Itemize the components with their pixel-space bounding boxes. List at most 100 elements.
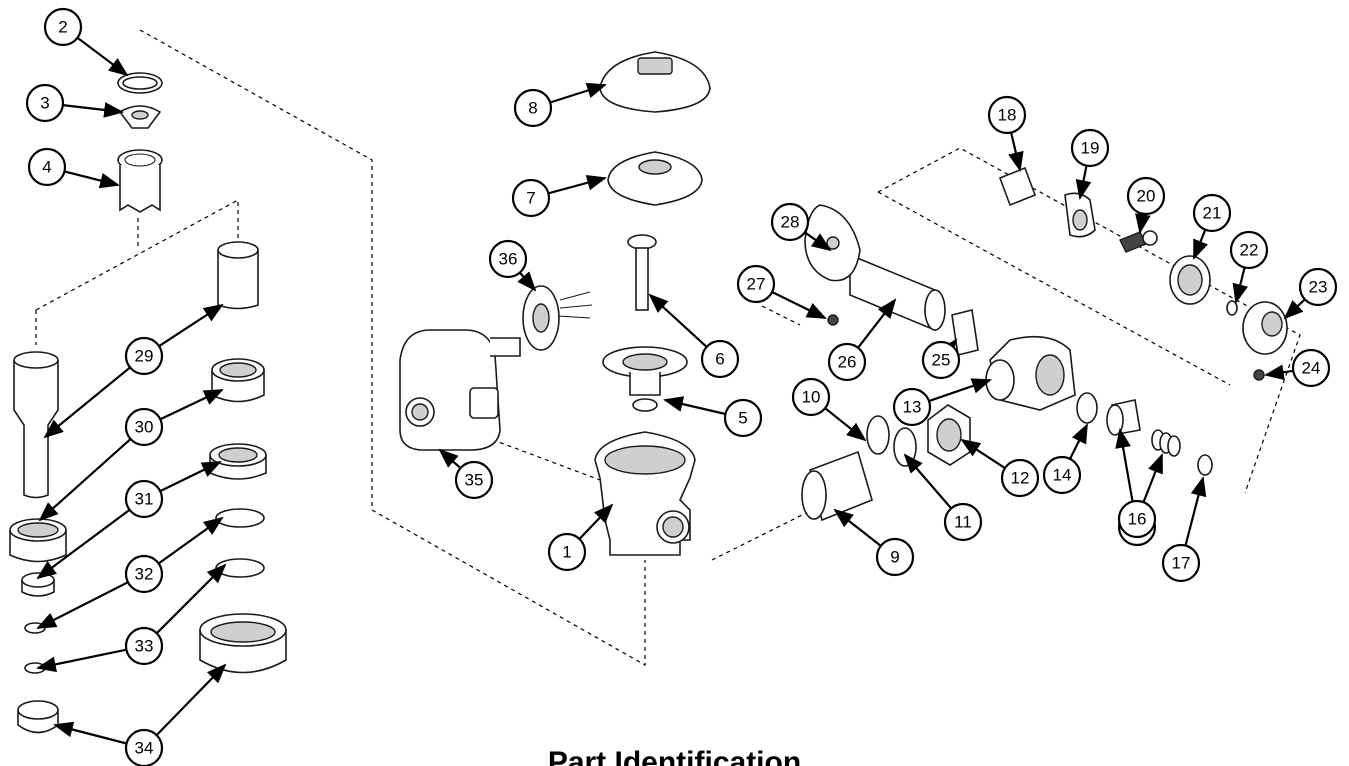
callout-35: 35 — [454, 460, 494, 500]
leader-arrows — [36, 36, 1306, 745]
callout-circle — [1298, 267, 1338, 307]
leader-line — [159, 461, 222, 493]
leader-line — [1069, 423, 1088, 460]
part-7-inner-cover — [607, 151, 703, 206]
leader-line — [159, 389, 224, 421]
callout-number: 29 — [135, 347, 154, 366]
callout-25: 25 — [921, 340, 961, 380]
callout-number: 2 — [58, 18, 67, 37]
callout-number: 18 — [998, 106, 1017, 125]
callout-number: 5 — [738, 409, 747, 428]
leader-line — [64, 170, 120, 189]
callout-17: 17 — [1161, 543, 1201, 583]
leader-line — [903, 453, 953, 510]
callout-number: 28 — [781, 213, 800, 232]
callout-3: 3 — [25, 83, 65, 123]
callout-circle — [27, 147, 67, 187]
callout-circle — [1126, 176, 1166, 216]
callout-21: 21 — [1192, 193, 1232, 233]
leader-line — [517, 271, 537, 292]
callout-16: 16 — [1117, 499, 1157, 539]
callout-number: 3 — [40, 94, 49, 113]
leader-line — [549, 82, 607, 104]
leader-line — [648, 293, 708, 348]
callout-number: 10 — [802, 388, 821, 407]
callout-2: 2 — [43, 7, 83, 47]
callout-circle — [124, 479, 164, 519]
callout-number: 11 — [954, 513, 972, 532]
callout-31: 31 — [124, 479, 164, 519]
callout-10: 10 — [791, 377, 831, 417]
leader-line — [1115, 428, 1135, 510]
leader-line — [833, 508, 882, 547]
part-35-shaft — [490, 337, 521, 357]
callout-18: 18 — [987, 95, 1027, 135]
callout-26: 26 — [827, 342, 867, 382]
callout-13: 13 — [892, 387, 932, 427]
callout-circle — [124, 554, 164, 594]
callout-circle — [700, 339, 740, 379]
callout-number: 32 — [135, 565, 154, 584]
callout-number: 1 — [562, 543, 571, 562]
callout-circle — [547, 532, 587, 572]
leader-line — [857, 298, 897, 349]
callout-7: 7 — [511, 178, 551, 218]
callout-balloons: 1234567891011121314151617181920212223242… — [25, 7, 1338, 766]
callout-circle — [124, 407, 164, 447]
leader-line — [1283, 298, 1306, 320]
leader-line — [663, 396, 726, 416]
callout-number: 27 — [747, 275, 766, 294]
callout-29: 29 — [124, 336, 164, 376]
diagram-title: Part Identification — [547, 746, 802, 766]
callout-32: 32 — [124, 554, 164, 594]
leader-line — [38, 438, 132, 522]
leader-line — [158, 303, 224, 348]
callout-circle — [124, 626, 164, 666]
part-26-tube — [849, 253, 936, 332]
part-32-ring-bottom — [24, 622, 46, 634]
callout-number: 9 — [890, 548, 899, 567]
leader-line — [960, 438, 1006, 470]
part-10-ring — [866, 415, 890, 455]
leader-line — [578, 503, 614, 540]
callout-33: 33 — [124, 626, 164, 666]
leader-line — [36, 581, 129, 629]
callout-11: 11 — [943, 502, 983, 542]
callout-number: 30 — [135, 418, 154, 437]
callout-number: 14 — [1053, 466, 1072, 485]
callout-4: 4 — [27, 147, 67, 187]
part-14-ring — [1076, 392, 1098, 424]
callout-number: 4 — [42, 158, 51, 177]
leader-line — [1075, 165, 1092, 200]
part-8-cover — [599, 51, 711, 113]
leader-line — [928, 378, 992, 403]
callout-20: 20 — [1126, 176, 1166, 216]
assembly-guide-lines — [35, 29, 1301, 667]
callout-number: 16 — [1128, 510, 1147, 529]
leader-line — [157, 516, 224, 565]
callout-number: 24 — [1302, 359, 1321, 378]
callout-number: 35 — [465, 471, 484, 490]
callout-14: 14 — [1042, 455, 1082, 495]
callout-number: 7 — [526, 189, 535, 208]
leader-line — [1184, 476, 1207, 546]
part-22-washer — [1226, 300, 1238, 316]
callout-28: 28 — [770, 202, 810, 242]
leader-line — [76, 36, 129, 77]
callout-23: 23 — [1298, 267, 1338, 307]
callout-circle — [124, 336, 164, 376]
callout-number: 12 — [1011, 469, 1030, 488]
callout-34: 34 — [124, 728, 164, 766]
callout-1: 1 — [547, 532, 587, 572]
callout-number: 26 — [838, 353, 857, 372]
part-20-screw — [1119, 231, 1147, 253]
leader-line — [155, 663, 227, 736]
callout-number: 8 — [528, 99, 537, 118]
callout-9: 9 — [875, 537, 915, 577]
callout-12: 12 — [1000, 458, 1040, 498]
callout-number: 34 — [135, 739, 154, 758]
part-24-setscrew — [1253, 369, 1265, 381]
callout-number: 21 — [1203, 204, 1222, 223]
